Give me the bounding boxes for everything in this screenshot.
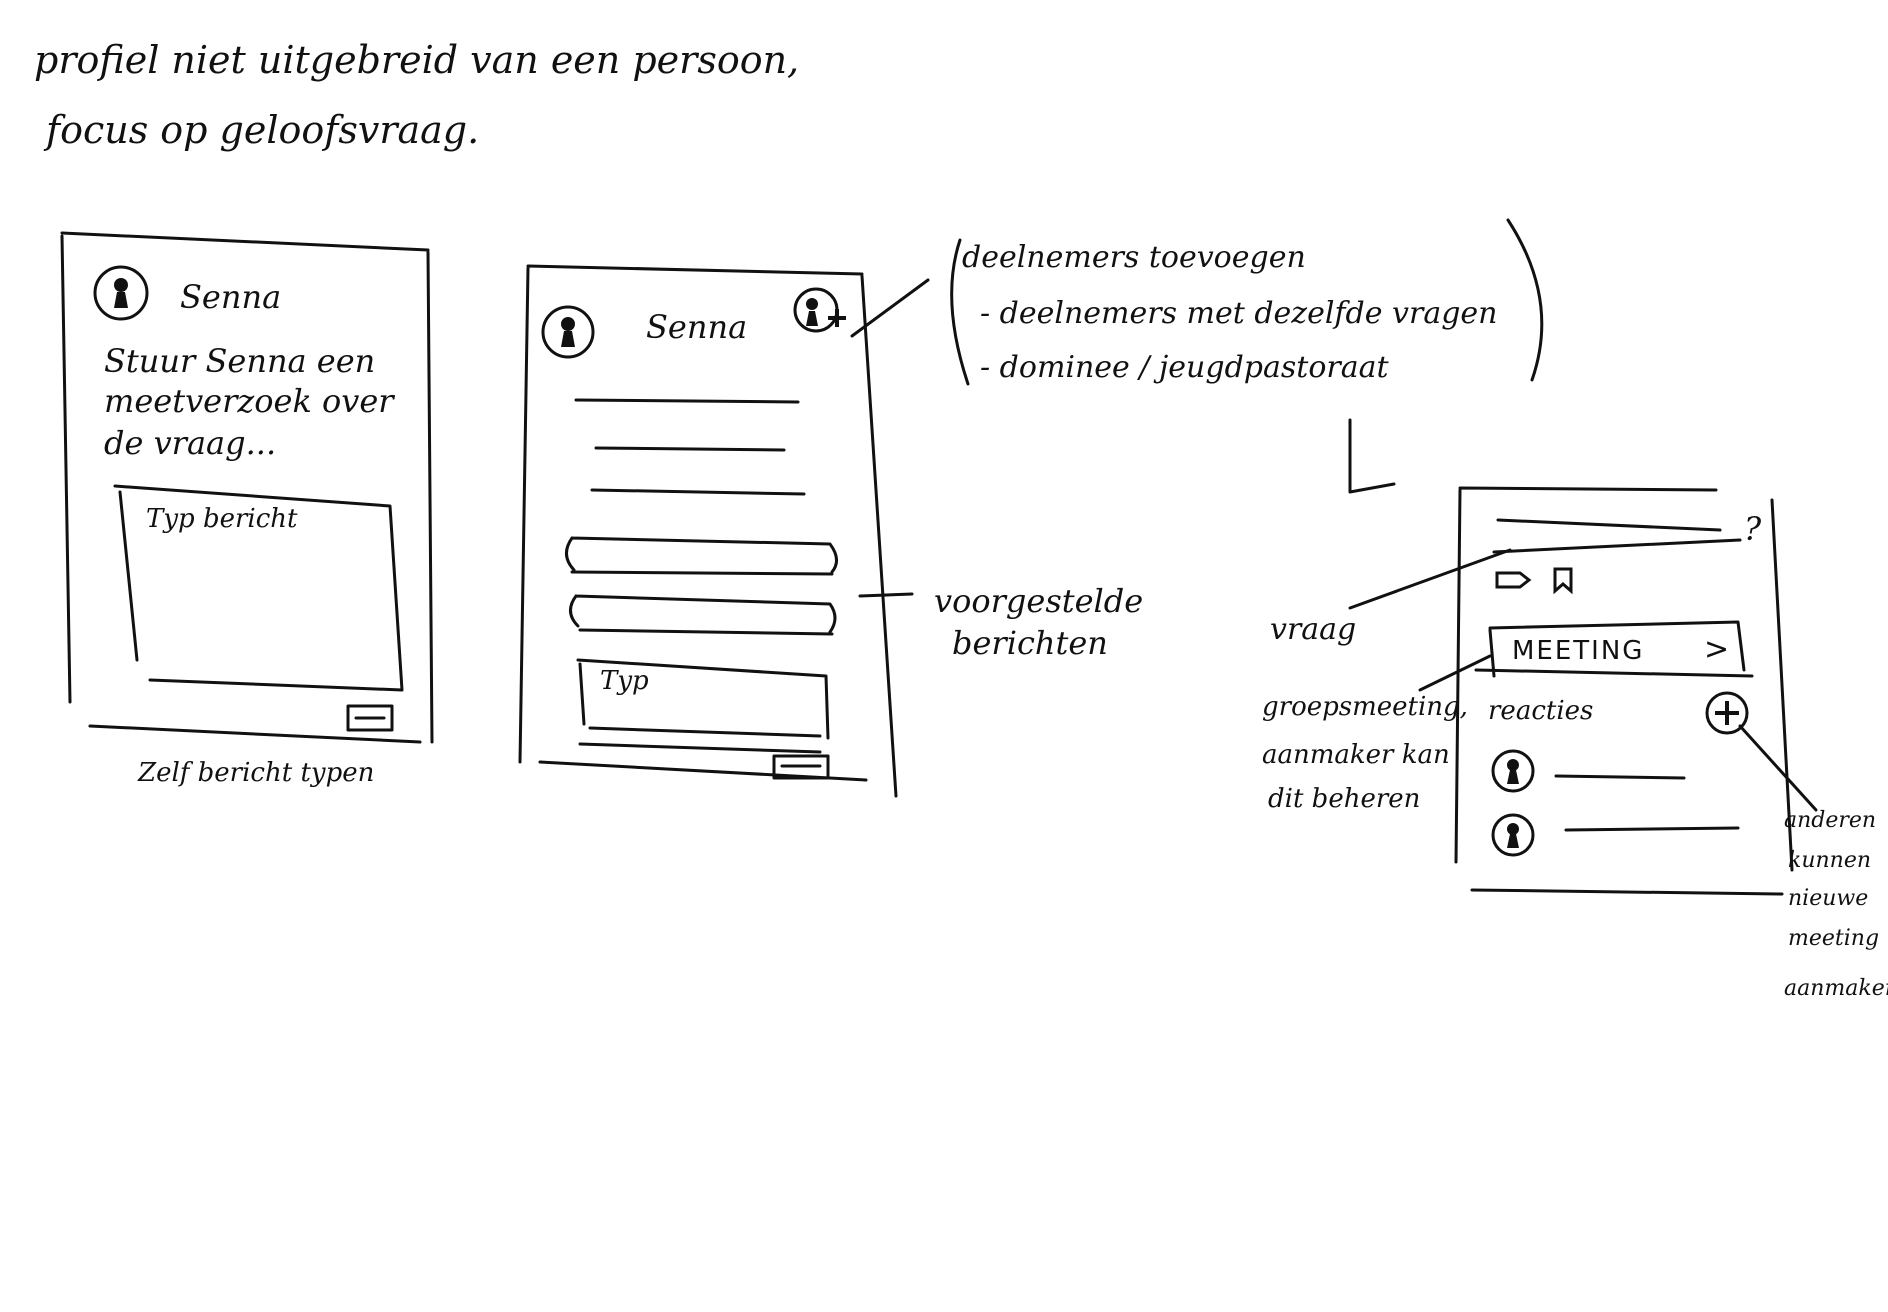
header-line-2: focus op geloofsvraag.: [46, 108, 480, 152]
meeting-box: [1490, 622, 1744, 676]
note-add-line-5: aanmaken: [1784, 976, 1888, 1001]
note-add-line-1: anderen: [1784, 808, 1877, 833]
sketch1-name: Senna: [180, 278, 282, 316]
reactions-label: reacties: [1488, 696, 1594, 726]
sketch1-prompt-line-1: Stuur Senna een: [104, 342, 376, 380]
suggested-message-1: [566, 538, 836, 574]
share-icon[interactable]: [1494, 568, 1532, 592]
avatar-icon: [1491, 749, 1535, 793]
header-line-1: profiel niet uitgebreid van een persoon,: [34, 38, 800, 82]
note-suggested-line-1: voorgestelde: [934, 582, 1144, 620]
participants-note-item-2: - dominee / jeugdpastoraat: [980, 350, 1389, 385]
note-add-line-2: kunnen: [1788, 848, 1872, 873]
message-input[interactable]: Typ: [600, 666, 649, 696]
sketch2-textbox: [578, 660, 828, 752]
send-icon: [774, 756, 828, 778]
help-icon[interactable]: ?: [1744, 510, 1762, 548]
chevron-right-icon[interactable]: >: [1704, 632, 1730, 667]
sketch2-name: Senna: [646, 308, 748, 346]
note-add-line-3: nieuwe: [1788, 886, 1869, 911]
suggested-message-2: [570, 596, 835, 634]
participants-note-title: deelnemers toevoegen: [962, 240, 1306, 275]
send-icon: [348, 706, 392, 730]
note-group-line-3: dit beheren: [1268, 784, 1421, 814]
bookmark-icon[interactable]: [1552, 566, 1574, 594]
message-input[interactable]: Typ bericht: [146, 504, 298, 534]
note-group-line-2: aanmaker kan: [1262, 740, 1450, 770]
sketch1-prompt-line-2: meetverzoek over: [104, 382, 394, 420]
note-add-line-4: meeting: [1788, 926, 1880, 951]
sketch2-frame: [520, 266, 896, 796]
note-question: vraag: [1270, 612, 1357, 647]
meeting-button-label[interactable]: MEETING: [1512, 636, 1645, 666]
note-group-line-1: groepsmeeting,: [1262, 692, 1468, 722]
add-user-icon[interactable]: [792, 284, 852, 338]
plus-circle-icon[interactable]: [1704, 690, 1750, 736]
sketch1-textbox: [115, 486, 402, 690]
sketch1-prompt-line-3: de vraag...: [104, 424, 277, 462]
participants-note-item-1: - deelnemers met dezelfde vragen: [980, 296, 1498, 331]
note-suggested-line-2: berichten: [952, 624, 1108, 662]
sketch1-frame: [62, 233, 432, 742]
avatar-icon: [93, 265, 149, 321]
avatar-icon: [1491, 813, 1535, 857]
sketch3-frame: [1456, 488, 1792, 894]
sketch1-caption: Zelf bericht typen: [138, 758, 375, 788]
avatar-icon: [541, 305, 595, 359]
